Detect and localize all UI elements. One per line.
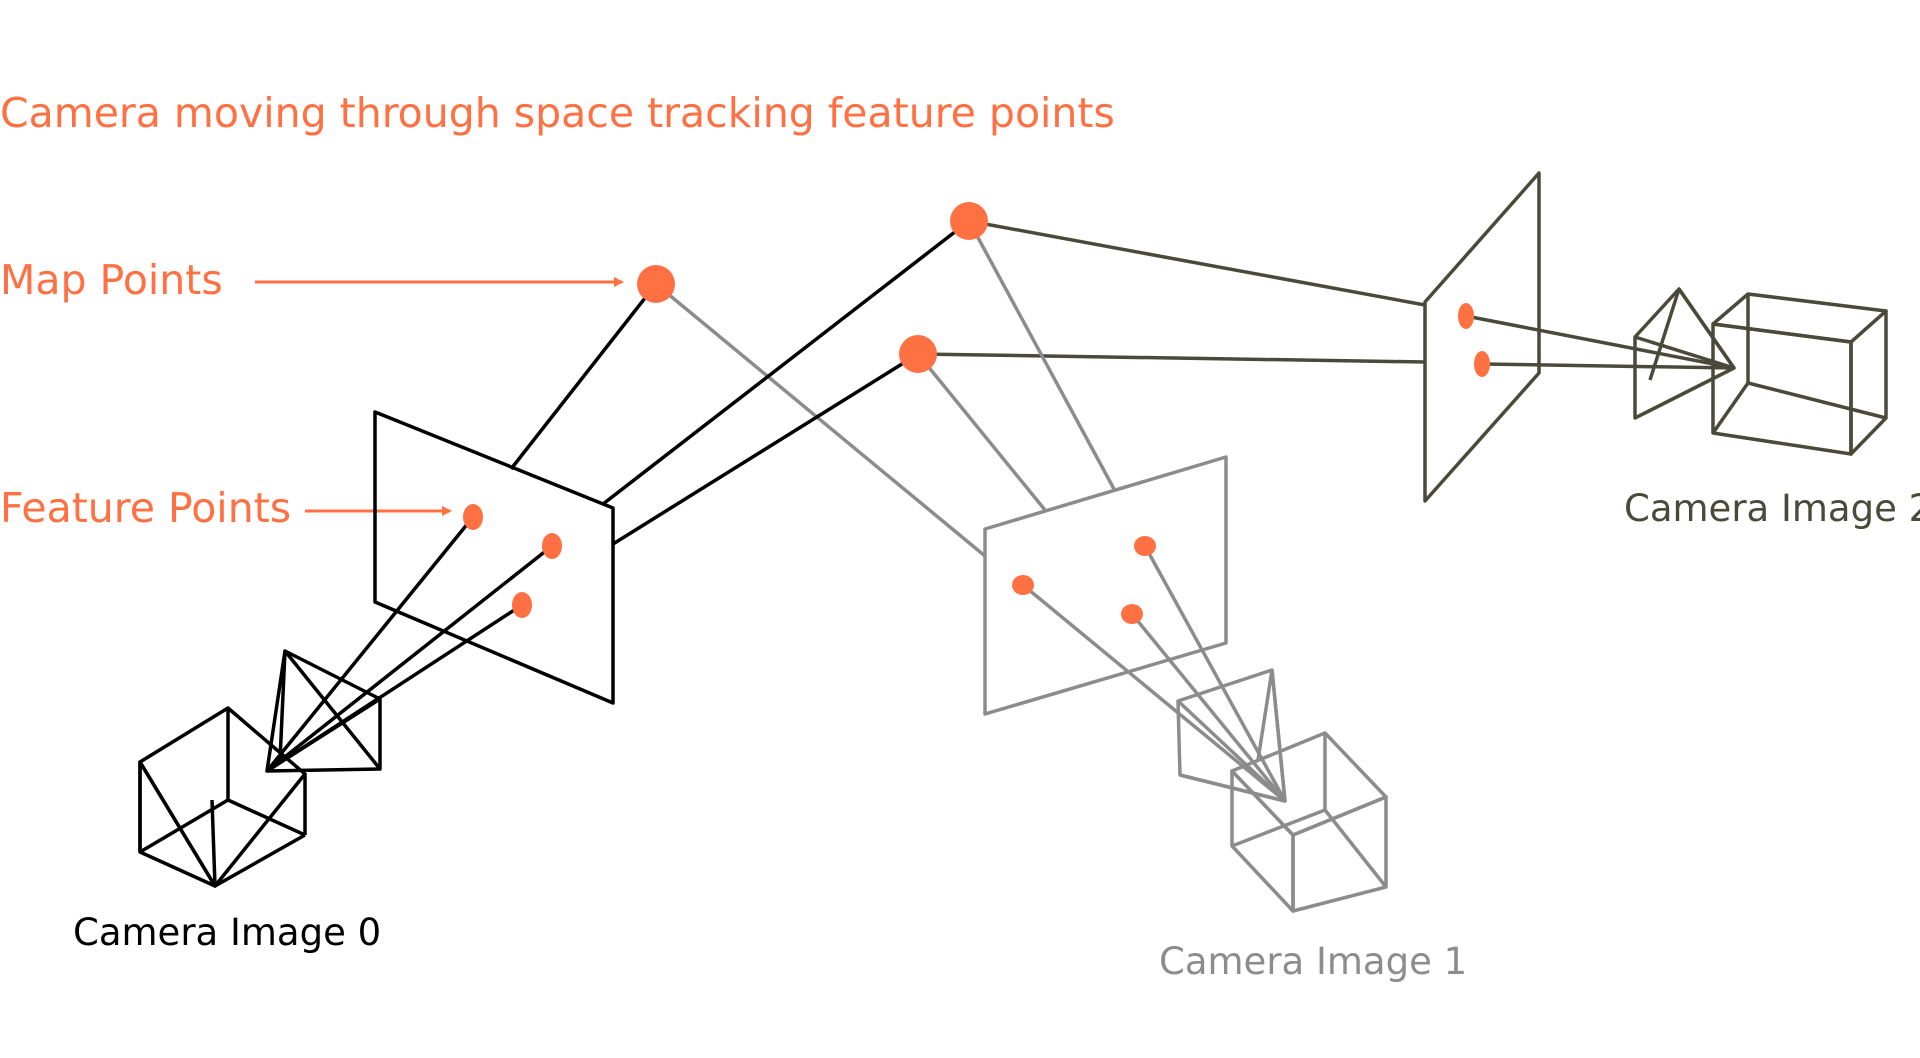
feature-point xyxy=(1458,303,1474,329)
camera-1-image-plane xyxy=(983,455,1228,716)
feature-point xyxy=(542,533,562,559)
feature-point xyxy=(1134,536,1156,556)
map-point xyxy=(899,335,937,373)
camera-1-label: Camera Image 1 xyxy=(1159,940,1467,983)
feature-points-label: Feature Points xyxy=(0,484,291,532)
feature-points-group xyxy=(463,303,1490,624)
ray-line xyxy=(509,282,658,471)
feature-point xyxy=(1121,604,1143,624)
ray-line xyxy=(916,352,1047,512)
camera-0-label: Camera Image 0 xyxy=(73,911,381,954)
ray-line xyxy=(654,282,987,558)
feature-point xyxy=(1474,351,1490,377)
ray-line xyxy=(967,220,1116,490)
camera-2-frustum xyxy=(1633,287,1736,420)
frustum-line xyxy=(265,515,475,773)
camera-2-cube-icon xyxy=(1711,292,1888,456)
camera-2-label: Camera Image 2 xyxy=(1624,487,1920,530)
ray-line xyxy=(917,352,1426,364)
camera-0-frustum xyxy=(265,649,382,773)
feature-point xyxy=(512,592,532,618)
camera-1-cube-icon xyxy=(1230,731,1388,913)
ray-line xyxy=(601,219,971,506)
camera-0-image-plane xyxy=(373,410,615,705)
frustum-line xyxy=(1021,583,1287,803)
map-points-label: Map Points xyxy=(0,256,223,304)
frustum-line xyxy=(1130,612,1287,803)
frustum-line xyxy=(1481,362,1735,370)
camera-0-cube-icon xyxy=(138,706,307,888)
map-points-group xyxy=(637,202,988,373)
frustum-line xyxy=(265,544,554,773)
ray-line xyxy=(612,352,919,546)
camera-0-group xyxy=(138,219,971,888)
camera-2-group xyxy=(917,171,1888,503)
ray-line xyxy=(968,219,1426,307)
map-point xyxy=(950,202,988,240)
map-point xyxy=(637,265,675,303)
camera-1-frustum xyxy=(1176,668,1287,803)
camera-2-image-plane xyxy=(1423,171,1541,503)
camera-1-group xyxy=(654,220,1388,913)
feature-point xyxy=(1012,575,1034,595)
diagram-title: Camera moving through space tracking fea… xyxy=(0,89,1115,137)
feature-point xyxy=(463,504,483,530)
frustum-line xyxy=(1465,314,1735,370)
